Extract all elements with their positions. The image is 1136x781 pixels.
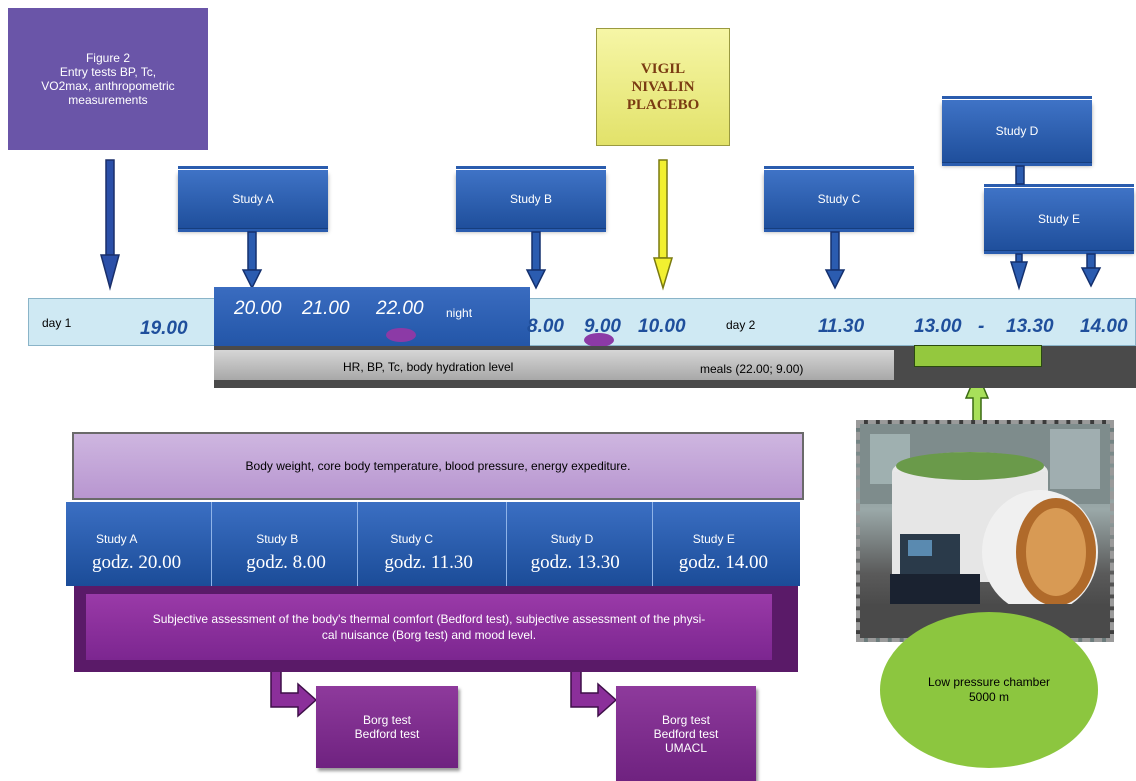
- chamber-photo: [856, 420, 1114, 642]
- entry-tests-text: Figure 2 Entry tests BP, Tc, VO2max, ant…: [41, 51, 175, 107]
- drug-placebo: PLACEBO: [626, 97, 700, 113]
- study-row-c: Study C godz. 11.30: [358, 502, 507, 586]
- study-row-a: Study A godz. 20.00: [66, 502, 213, 586]
- label-day1: day 1: [42, 316, 72, 330]
- grey-bar-right-label: meals (22.00; 9.00): [700, 362, 804, 376]
- study-c-label: Study C: [817, 192, 861, 206]
- time-1400: 14.00: [1080, 316, 1128, 337]
- time-1330: 13.30: [1006, 316, 1054, 337]
- study-e-arrow: [1080, 253, 1102, 288]
- chamber-window-bar: [914, 345, 1042, 367]
- subjective-arrow-1: [270, 669, 318, 718]
- grey-bar-inner: [214, 350, 894, 380]
- study-row-d-name: Study D: [550, 532, 594, 546]
- study-b-arrow: [525, 231, 547, 290]
- time-900: 9.00: [584, 316, 621, 337]
- study-c-arrow: [824, 231, 846, 290]
- meal-dot-1: [386, 328, 416, 342]
- drug-vigil: VIGIL: [640, 61, 686, 77]
- time-1900: 19.00: [140, 318, 188, 339]
- chamber-label: Low pressure chamber 5000 m: [927, 675, 1051, 704]
- entry-tests-box: Figure 2 Entry tests BP, Tc, VO2max, ant…: [8, 8, 208, 150]
- test-box-1: Borg test Bedford test: [316, 686, 458, 768]
- time-2200: 22.00: [376, 298, 424, 319]
- time-1130: 11.30: [818, 316, 865, 337]
- study-b-label: Study B: [509, 192, 553, 206]
- study-d-box: Study D: [942, 96, 1092, 166]
- study-a-label: Study A: [232, 192, 274, 206]
- study-d-arrow: [1009, 165, 1029, 291]
- study-d-label: Study D: [995, 124, 1039, 138]
- study-row-b-name: Study B: [256, 532, 299, 546]
- test-box-1-text: Borg test Bedford test: [354, 713, 420, 741]
- subjective-text: Subjective assessment of the body's ther…: [152, 612, 706, 642]
- study-c-box: Study C: [764, 166, 914, 232]
- meal-dot-2: [584, 333, 614, 347]
- study-row-e-time: godz. 14.00: [678, 552, 768, 573]
- study-row-d-time: godz. 13.30: [530, 552, 620, 573]
- measurement-text: Body weight, core body temperature, bloo…: [245, 459, 631, 473]
- time-2100: 21.00: [302, 298, 350, 319]
- time-800: 8.00: [527, 316, 564, 337]
- study-row-a-name: Study A: [96, 532, 138, 546]
- study-row-d: Study D godz. 13.30: [506, 502, 653, 586]
- study-b-box: Study B: [456, 166, 606, 232]
- study-row: Study A godz. 20.00 Study B godz. 8.00 S…: [66, 502, 800, 586]
- entry-arrow: [100, 159, 120, 291]
- study-a-arrow: [241, 231, 263, 290]
- drug-nivalin: NIVALIN: [631, 79, 695, 95]
- subjective-box: Subjective assessment of the body's ther…: [86, 594, 772, 660]
- study-a-box: Study A: [178, 166, 328, 232]
- test-box-2: Borg test Bedford test UMACL: [616, 686, 756, 781]
- time-dash: -: [978, 316, 985, 337]
- study-row-b: Study B godz. 8.00: [212, 502, 359, 586]
- label-night: night: [446, 306, 473, 320]
- label-day2: day 2: [726, 318, 756, 332]
- subjective-arrow-2: [570, 669, 618, 718]
- study-e-label: Study E: [1037, 212, 1081, 226]
- study-row-c-name: Study C: [390, 532, 434, 546]
- study-row-e: Study E godz. 14.00: [652, 502, 800, 586]
- drug-arrow: [652, 159, 674, 291]
- study-row-c-time: godz. 11.30: [384, 552, 473, 573]
- night-segment: [214, 287, 530, 346]
- time-1000: 10.00: [638, 316, 686, 337]
- measurement-box: Body weight, core body temperature, bloo…: [72, 432, 804, 500]
- study-row-b-time: godz. 8.00: [246, 552, 326, 573]
- study-row-e-name: Study E: [692, 532, 735, 546]
- study-row-a-time: godz. 20.00: [92, 552, 182, 573]
- grey-bar-left-label: HR, BP, Tc, body hydration level: [343, 360, 514, 374]
- chamber-illustration: [860, 424, 1110, 638]
- time-2000: 20.00: [234, 298, 282, 319]
- test-box-2-text: Borg test Bedford test UMACL: [653, 712, 719, 755]
- chamber-label-ellipse: Low pressure chamber 5000 m: [880, 612, 1098, 768]
- drug-box: VIGIL NIVALIN PLACEBO: [596, 28, 730, 146]
- time-1300: 13.00: [914, 316, 962, 337]
- timeline-bar: [28, 298, 1136, 346]
- study-e-box: Study E: [984, 184, 1134, 254]
